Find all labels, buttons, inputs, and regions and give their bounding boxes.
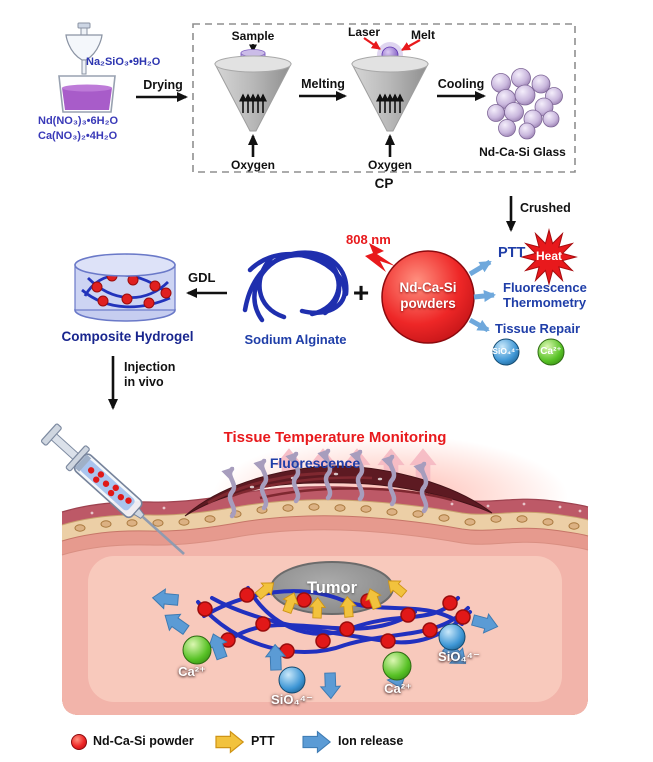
label-fluorescence-word: Fluorescence: [503, 280, 587, 295]
legend: [71, 730, 331, 754]
result-arrows: [468, 259, 496, 333]
label-crushed: Crushed: [520, 201, 571, 215]
label-thermometry-word: Thermometry: [503, 295, 587, 310]
legend-ptt-arrow-icon: [215, 730, 244, 754]
calcium-sphere-icon: [537, 338, 565, 366]
tissue-cells: [74, 503, 580, 532]
label-reagent-nd: Nd(NO₃)₃•6H₂O: [38, 115, 119, 127]
beaker-icon: [58, 75, 116, 113]
label-sample: Sample: [231, 29, 275, 43]
label-fluorescence: Fluorescence: [269, 455, 361, 471]
label-oxygen-right: Oxygen: [367, 158, 412, 172]
silicate-sphere-left: [278, 666, 306, 694]
in-vivo-illustration: [40, 423, 589, 715]
label-tumor: Tumor: [306, 579, 358, 597]
glass-spheres-icon: [487, 68, 563, 140]
dropping-funnel-icon: [65, 22, 103, 75]
label-oxygen-left: Oxygen: [230, 158, 275, 172]
label-cooling: Cooling: [437, 77, 485, 91]
label-composite-hydrogel: Composite Hydrogel: [61, 329, 194, 344]
label-laser: Laser: [347, 25, 381, 39]
label-plus: +: [352, 277, 370, 308]
melting-cone-left: [214, 44, 292, 157]
legend-ptt-label: PTT: [251, 734, 275, 748]
cp-dashed-box: [192, 23, 576, 173]
label-injection-2: in vivo: [124, 375, 164, 389]
label-cp: CP: [374, 176, 394, 191]
silicate-sphere-right: [438, 623, 466, 651]
silicate-sphere-icon: [492, 338, 520, 366]
label-heat: Heat: [535, 249, 562, 263]
label-tissue-repair: Tissue Repair: [495, 321, 581, 336]
label-reagent-top: Na₂SiO₃•9H₂O: [86, 56, 161, 68]
label-ptt: PTT: [498, 245, 526, 261]
label-drying: Drying: [143, 78, 183, 92]
fluorescence-arrows: [221, 448, 429, 519]
legend-powder-label: Nd-Ca-Si powder: [93, 734, 194, 748]
calcium-sphere-left: [182, 635, 212, 665]
label-monitoring: Tissue Temperature Monitoring: [223, 429, 447, 446]
hydrogel-cylinder-icon: [74, 253, 176, 322]
melt-arrow: [401, 39, 421, 51]
label-reagent-ca: Ca(NO₃)₂•4H₂O: [38, 130, 118, 142]
label-injection-1: Injection: [124, 360, 176, 374]
label-glass-product: Nd-Ca-Si Glass: [479, 145, 566, 159]
label-calcium-right: Ca²⁺: [384, 681, 412, 696]
melting-cone-right: [351, 37, 429, 157]
label-powder-name-2: powders: [400, 296, 456, 311]
label-calcium-ion: Ca²⁺: [540, 346, 562, 357]
syringe-icon: [40, 423, 185, 555]
label-powder-name-1: Nd-Ca-Si: [399, 280, 457, 295]
label-wavelength: 808 nm: [346, 232, 391, 247]
label-gdl: GDL: [188, 270, 216, 285]
laser-arrow: [363, 37, 381, 50]
calcium-sphere-right: [382, 651, 412, 681]
label-calcium-left: Ca²⁺: [178, 664, 206, 679]
label-melting: Melting: [301, 77, 345, 91]
label-silicate-left: SiO₄⁴⁻: [271, 692, 313, 707]
powder-particles: [197, 587, 471, 659]
sodium-alginate-icon: [242, 250, 349, 323]
label-melt: Melt: [411, 28, 435, 42]
heat-star-icon: [520, 228, 578, 286]
legend-ion-arrow-icon: [302, 731, 331, 753]
laser-bolt-icon: [365, 243, 395, 272]
legend-ion-label: Ion release: [338, 734, 404, 748]
label-silicate-ion: SiO₄⁴⁻: [492, 346, 520, 356]
label-sodium-alginate: Sodium Alginate: [244, 332, 347, 347]
legend-powder-icon: [71, 734, 87, 750]
label-silicate-right: SiO₄⁴⁻: [438, 649, 480, 664]
